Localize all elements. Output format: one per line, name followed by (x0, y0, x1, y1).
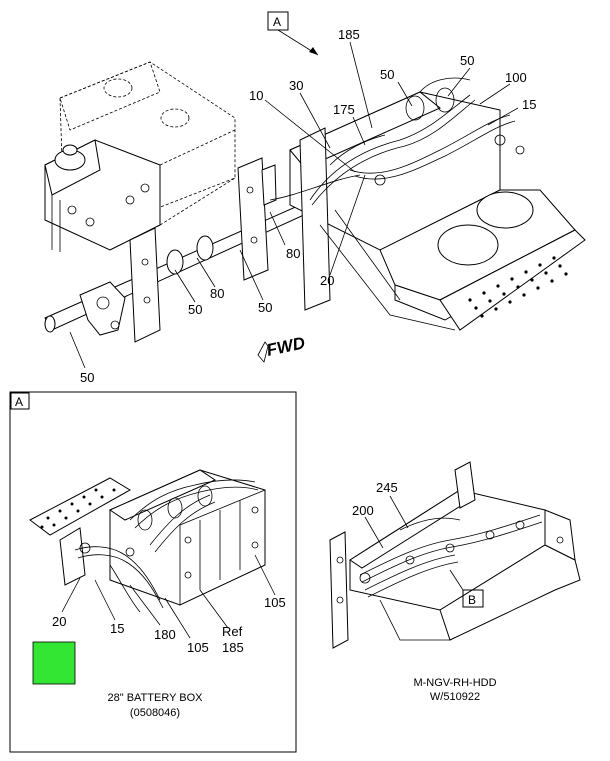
detail-a-callout-185: 185 (222, 640, 244, 655)
frame-brackets (129, 157, 277, 343)
detail-a-caption-title: 28" BATTERY BOX (108, 692, 204, 704)
ref-box-b (462, 589, 484, 608)
detail-b-frame-assembly (329, 461, 581, 649)
ref-box-a-detail-label: A (15, 395, 23, 409)
detail-a-callout-ref: Ref (222, 624, 243, 639)
callout-80-b: 80 (210, 286, 224, 301)
callout-10: 10 (249, 88, 263, 103)
callout-175: 175 (333, 102, 355, 117)
detail-b-callout-245: 245 (376, 480, 398, 495)
battery-box (289, 91, 586, 331)
fwd-label: FWD (265, 333, 307, 360)
detail-a-caption-part-number: (0508046) (130, 707, 180, 719)
ref-box-a-main-label: A (273, 15, 281, 29)
detail-a-battery-box (29, 469, 266, 613)
forward-direction-indicator: FWD (257, 333, 307, 363)
callout-80-a: 80 (286, 246, 300, 261)
callout-50-b: 50 (460, 53, 474, 68)
callout-20: 20 (320, 273, 334, 288)
callout-15: 15 (522, 97, 536, 112)
detail-a-callout-15: 15 (110, 621, 124, 636)
callout-50-a: 50 (380, 67, 394, 82)
detail-a-callout-20: 20 (52, 614, 66, 629)
highlight-color-swatch (32, 641, 76, 685)
callout-100: 100 (505, 70, 527, 85)
main-assembly-view: A (44, 11, 586, 385)
ref-box-b-label: B (468, 593, 476, 607)
detail-b-view: 245 200 B M-NGV-RH-HDD W/510922 (329, 461, 581, 703)
callout-50-e: 50 (80, 370, 94, 385)
detail-a-callout-180: 180 (154, 627, 176, 642)
main-leader-lines (69, 41, 519, 369)
ref-box-a-detail (10, 392, 30, 410)
detail-a-callout-105-b: 105 (264, 595, 286, 610)
transmission-housing (44, 61, 236, 252)
callout-30: 30 (289, 78, 303, 93)
detail-b-callout-200: 200 (352, 503, 374, 518)
detail-a-border (9, 391, 297, 753)
detail-b-caption-option: W/510922 (430, 691, 480, 703)
detail-a-view: A (9, 391, 297, 753)
callout-185: 185 (338, 27, 360, 42)
detail-a-callout-105-a: 105 (187, 640, 209, 655)
detail-b-caption-model: M-NGV-RH-HDD (413, 677, 496, 689)
callout-50-c: 50 (258, 300, 272, 315)
callout-50-d: 50 (188, 302, 202, 317)
detail-a-leader-lines (61, 554, 276, 639)
battery-cables (269, 77, 525, 206)
